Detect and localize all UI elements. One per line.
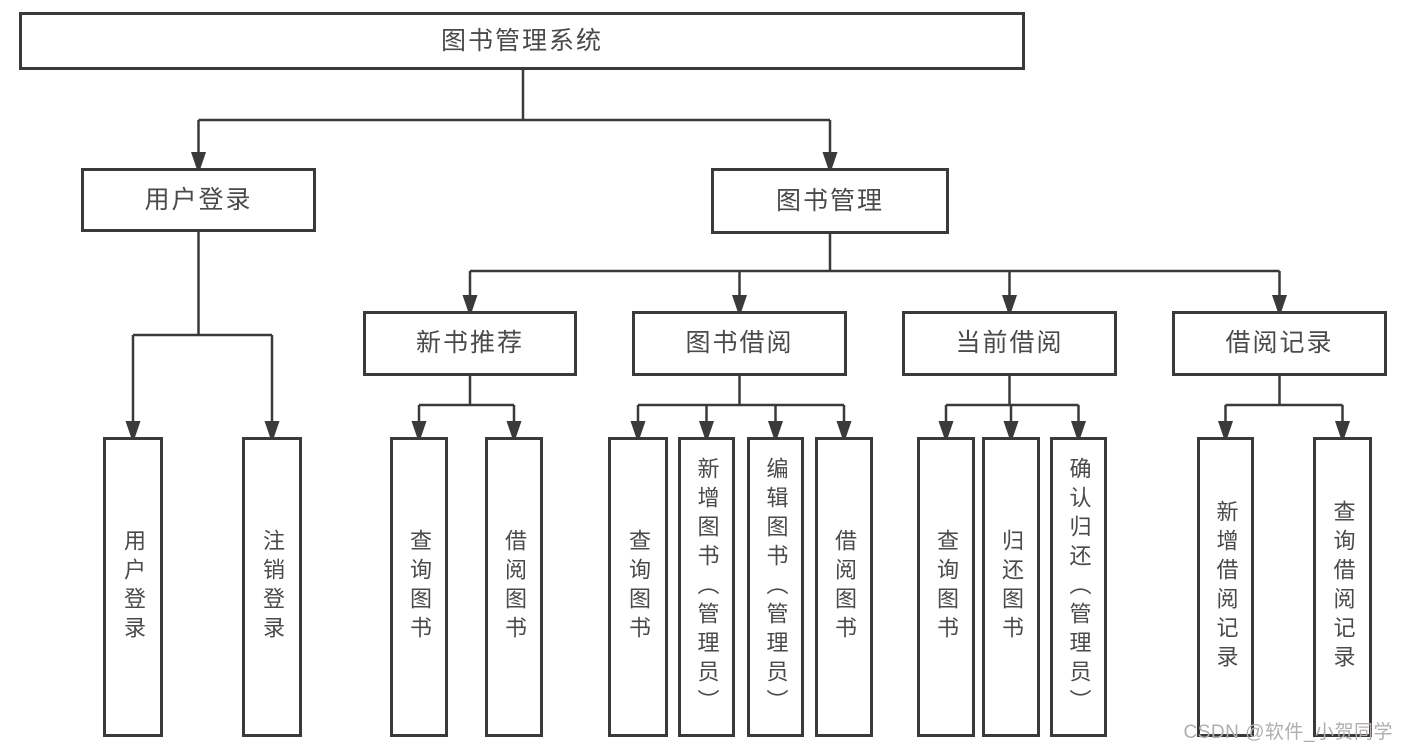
- node-leaf-query-borrow-record: 查询借阅记录: [1313, 437, 1372, 737]
- node-leaf-add-book-admin: 新增图书（管理员）: [678, 437, 735, 737]
- leaf-label: 查询借阅记录: [1330, 500, 1356, 674]
- node-library-management-system: 图书管理系统: [19, 12, 1025, 70]
- leaf-label: 用户登录: [121, 529, 146, 645]
- node-book-management: 图书管理: [711, 168, 949, 234]
- node-leaf-query-books-borrow: 查询图书: [608, 437, 668, 737]
- node-leaf-logout: 注销登录: [242, 437, 302, 737]
- node-leaf-query-books-current: 查询图书: [917, 437, 975, 737]
- leaf-label: 新增借阅记录: [1213, 500, 1239, 674]
- node-new-book-recommend: 新书推荐: [363, 311, 577, 376]
- node-leaf-borrow-books: 借阅图书: [815, 437, 873, 737]
- node-leaf-add-borrow-record: 新增借阅记录: [1197, 437, 1254, 737]
- node-current-borrow: 当前借阅: [902, 311, 1117, 376]
- csdn-watermark: CSDN @软件_小贺同学: [1183, 722, 1393, 743]
- leaf-label: 归还图书: [999, 529, 1024, 645]
- node-leaf-confirm-return-admin: 确认归还（管理员）: [1050, 437, 1107, 737]
- leaf-label: 新增图书（管理员）: [694, 456, 720, 718]
- node-leaf-query-books-recommend: 查询图书: [390, 437, 448, 737]
- leaf-label: 查询图书: [407, 529, 432, 645]
- leaf-label: 确认归还（管理员）: [1066, 456, 1092, 718]
- node-book-borrow: 图书借阅: [632, 311, 847, 376]
- node-leaf-edit-book-admin: 编辑图书（管理员）: [747, 437, 804, 737]
- leaf-label: 查询图书: [626, 529, 651, 645]
- leaf-label: 注销登录: [260, 529, 285, 645]
- leaf-label: 编辑图书（管理员）: [763, 456, 789, 718]
- node-user-login: 用户登录: [81, 168, 316, 232]
- node-borrow-records: 借阅记录: [1172, 311, 1387, 376]
- leaf-label: 借阅图书: [502, 529, 527, 645]
- node-leaf-borrow-books-recommend: 借阅图书: [485, 437, 543, 737]
- node-leaf-return-book: 归还图书: [982, 437, 1040, 737]
- leaf-label: 查询图书: [934, 529, 959, 645]
- node-leaf-user-login: 用户登录: [103, 437, 163, 737]
- leaf-label: 借阅图书: [832, 529, 857, 645]
